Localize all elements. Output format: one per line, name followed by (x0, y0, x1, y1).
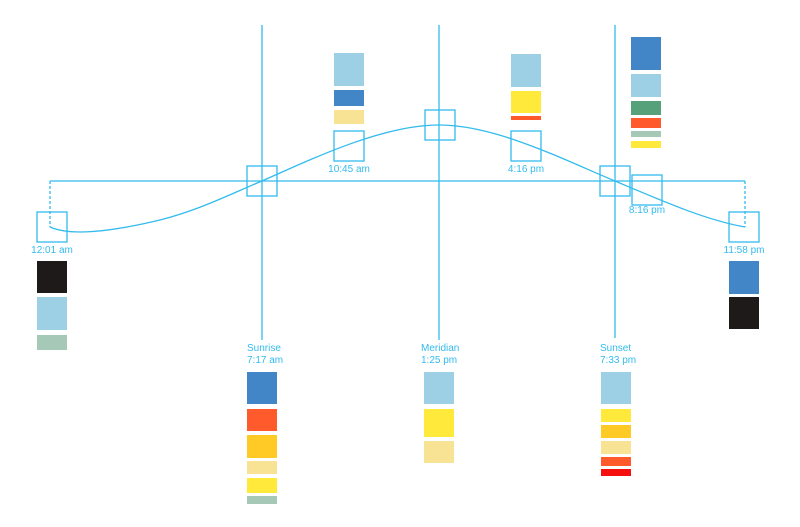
sunrise-name: Sunrise (247, 343, 281, 354)
sunset-name: Sunset (600, 343, 632, 354)
start-color-swatch (37, 297, 67, 330)
start-marker (36, 211, 68, 243)
mid-morning-marker (333, 130, 365, 162)
sunrise-color-swatch (247, 496, 277, 504)
meridian-color-swatch (424, 441, 454, 463)
mid-morning-color-swatch (334, 53, 364, 86)
sunrise-time: 7:17 am (247, 355, 284, 366)
meridian-color-swatch (424, 409, 454, 437)
evening-time-label: 8:16 pm (628, 205, 666, 216)
sunset-color-swatch (601, 409, 631, 422)
end-marker (728, 211, 760, 243)
afternoon-marker (510, 130, 542, 162)
mid-morning-time-label: 10:45 am (328, 164, 370, 175)
evening-color-swatch (631, 74, 661, 97)
mid-morning-color-swatch (334, 90, 364, 106)
sunrise-label: Sunrise 7:17 am (247, 343, 283, 367)
sunrise-color-swatch (247, 409, 277, 431)
sunset-time: 7:33 pm (600, 355, 637, 366)
sunset-color-swatch (601, 372, 631, 404)
sunset-color-swatch (601, 457, 631, 466)
start-color-swatch (37, 261, 67, 293)
sunrise-color-swatch (247, 435, 277, 458)
sunrise-marker (246, 165, 278, 197)
start-time-label: 12:01 am (31, 245, 73, 256)
end-color-swatch (729, 261, 759, 294)
afternoon-time-label: 4:16 pm (507, 164, 545, 175)
sunset-color-swatch (601, 441, 631, 454)
sunrise-color-swatch (247, 478, 277, 493)
sunset-color-swatch (601, 469, 631, 476)
evening-color-swatch (631, 101, 661, 115)
evening-color-swatch (631, 131, 661, 137)
evening-color-swatch (631, 118, 661, 128)
meridian-name: Meridian (421, 343, 460, 354)
sunrise-color-swatch (247, 461, 277, 474)
evening-marker (631, 174, 663, 206)
evening-color-swatch (631, 141, 661, 148)
meridian-color-swatch (424, 372, 454, 404)
end-time-label: 11:58 pm (723, 245, 765, 256)
sunset-label: Sunset 7:33 pm (600, 343, 636, 367)
sunset-marker (599, 165, 631, 197)
evening-color-swatch (631, 37, 661, 70)
start-color-swatch (37, 335, 67, 350)
meridian-label: Meridian 1:25 pm (421, 343, 459, 367)
afternoon-color-swatch (511, 91, 541, 113)
afternoon-color-swatch (511, 54, 541, 87)
end-color-swatch (729, 297, 759, 329)
afternoon-color-swatch (511, 116, 541, 120)
meridian-marker (424, 109, 456, 141)
mid-morning-color-swatch (334, 110, 364, 124)
sunrise-color-swatch (247, 372, 277, 404)
meridian-time: 1:25 pm (421, 355, 458, 366)
sun-curve (49, 124, 746, 233)
sunset-color-swatch (601, 425, 631, 438)
